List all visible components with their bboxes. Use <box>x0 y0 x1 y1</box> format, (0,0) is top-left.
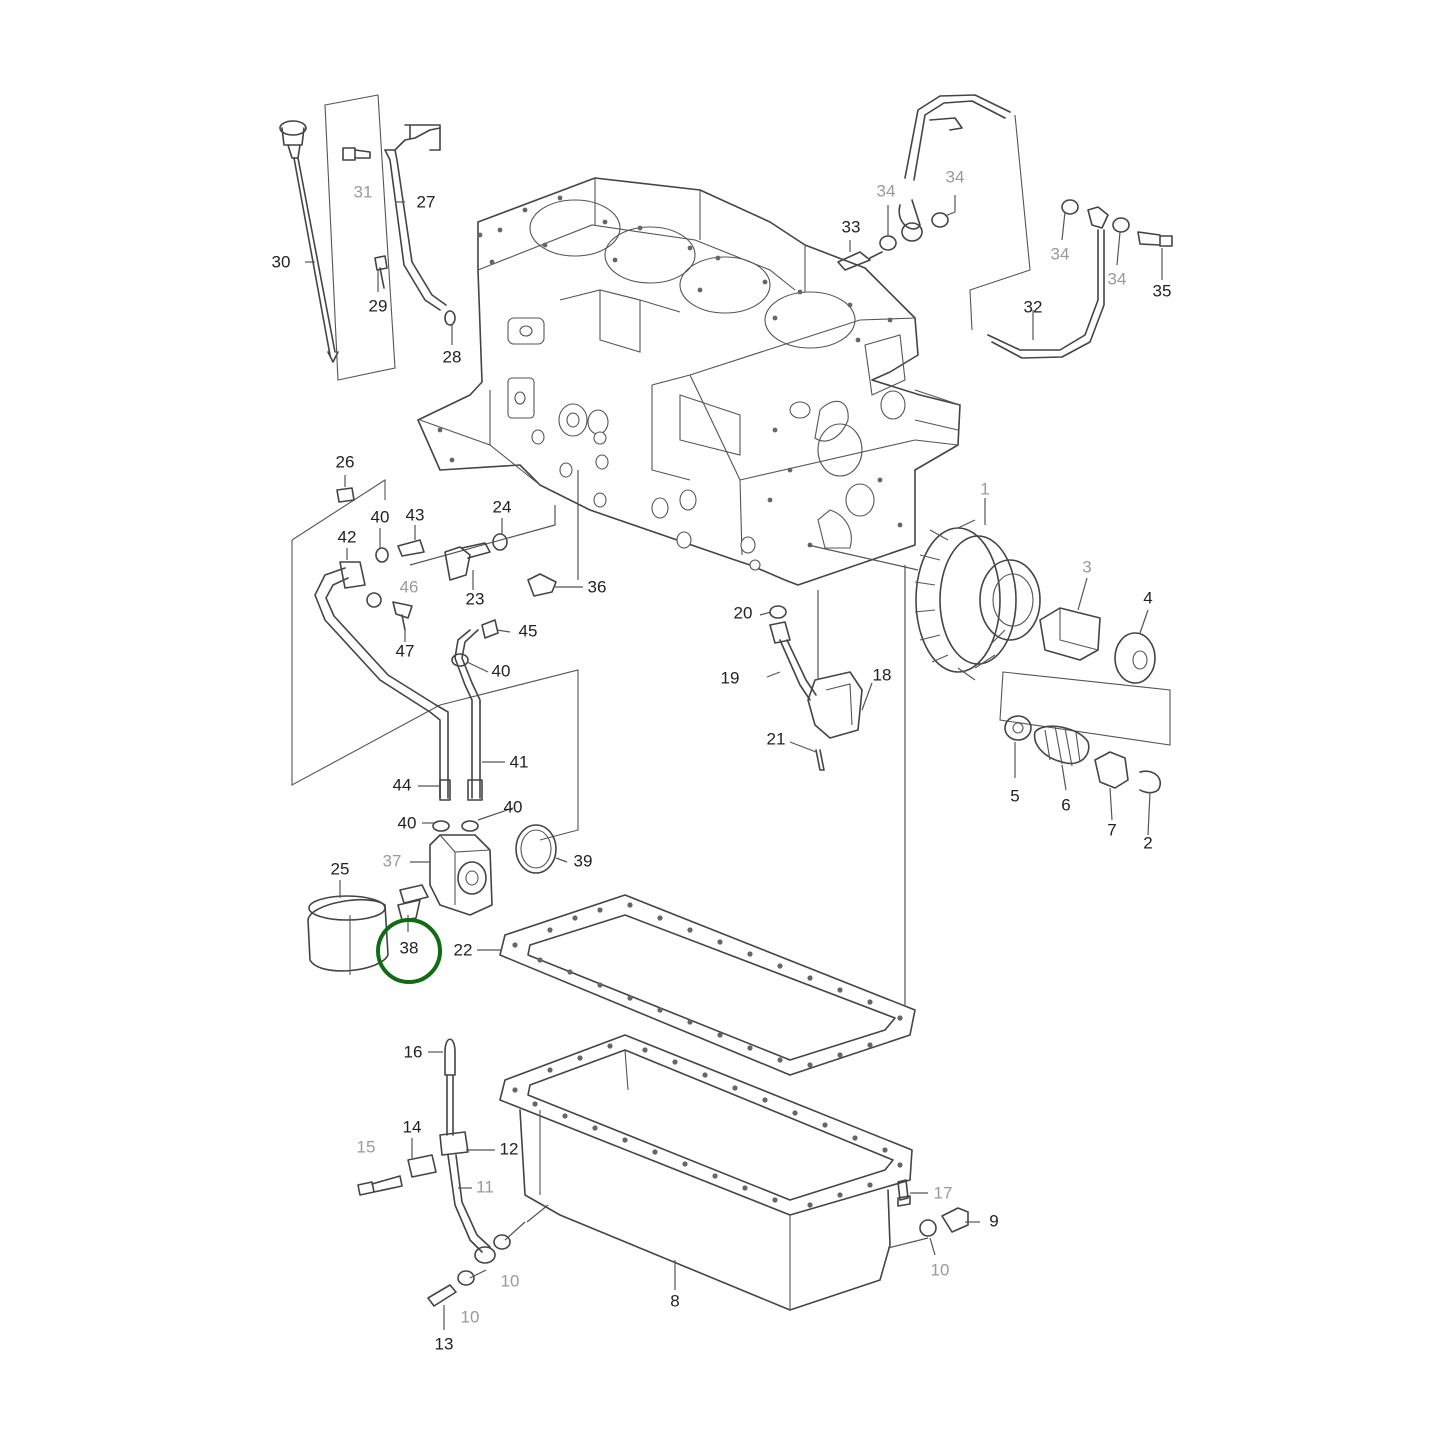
callout-40-mid: 40 <box>492 661 511 680</box>
engine-block <box>417 177 961 586</box>
callout-30: 30 <box>272 252 291 271</box>
callout-31: 31 <box>354 182 373 201</box>
callout-23: 23 <box>466 589 485 608</box>
callout-34-d: 34 <box>1108 269 1127 288</box>
callout-4: 4 <box>1143 588 1152 607</box>
oil-pan-gasket <box>499 565 916 1076</box>
callout-21: 21 <box>767 729 786 748</box>
callout-35: 35 <box>1153 281 1172 300</box>
callout-42: 42 <box>338 527 357 546</box>
callout-43: 43 <box>406 505 425 524</box>
callout-19: 19 <box>721 668 740 687</box>
callout-10-suction: 10 <box>461 1307 480 1326</box>
callout-37: 37 <box>383 851 402 870</box>
callout-44: 44 <box>393 775 412 794</box>
callout-24: 24 <box>493 497 512 516</box>
pickup-assembly <box>769 590 863 771</box>
callout-47: 47 <box>396 641 415 660</box>
callout-40-left: 40 <box>398 813 417 832</box>
callout-40-upper: 40 <box>371 507 390 526</box>
callout-labels: 1 2 3 4 5 6 7 8 9 10 10 10 11 12 13 14 1… <box>272 167 1172 1353</box>
callout-12: 12 <box>500 1139 519 1158</box>
leader-lines <box>305 195 1163 1330</box>
callout-17: 17 <box>934 1183 953 1202</box>
callout-5: 5 <box>1010 786 1019 805</box>
callout-10-pan: 10 <box>501 1271 520 1290</box>
callout-16: 16 <box>404 1042 423 1061</box>
callout-33: 33 <box>842 217 861 236</box>
callout-38: 38 <box>400 938 419 957</box>
callout-14: 14 <box>403 1117 422 1136</box>
callout-41: 41 <box>510 752 529 771</box>
callout-15: 15 <box>357 1137 376 1156</box>
callout-26: 26 <box>336 452 355 471</box>
highlight-ring <box>376 918 442 984</box>
callout-2: 2 <box>1143 833 1152 852</box>
callout-40-right: 40 <box>504 797 523 816</box>
callout-28: 28 <box>443 347 462 366</box>
callout-34-c: 34 <box>1051 244 1070 263</box>
callout-27: 27 <box>417 192 436 211</box>
dipstick-assembly <box>279 94 456 381</box>
callout-36: 36 <box>588 577 607 596</box>
oil-pan <box>499 1034 969 1311</box>
oil-pump-gear-group <box>807 519 1171 794</box>
callout-3: 3 <box>1082 557 1091 576</box>
callout-39: 39 <box>574 851 593 870</box>
callout-45: 45 <box>519 621 538 640</box>
callout-13: 13 <box>435 1334 454 1353</box>
callout-1: 1 <box>980 479 989 498</box>
callout-6: 6 <box>1061 795 1070 814</box>
callout-34-b: 34 <box>946 167 965 186</box>
callout-9: 9 <box>989 1211 998 1230</box>
callout-29: 29 <box>369 296 388 315</box>
suction-pipe-assembly <box>357 1038 511 1307</box>
oil-line-assembly <box>837 94 1173 359</box>
callout-18: 18 <box>873 665 892 684</box>
callout-10-drain: 10 <box>931 1260 950 1279</box>
oil-cooler-lines <box>291 470 579 975</box>
callout-25: 25 <box>331 859 350 878</box>
callout-22: 22 <box>454 940 473 959</box>
callout-34-a: 34 <box>877 181 896 200</box>
callout-7: 7 <box>1107 820 1116 839</box>
callout-32: 32 <box>1024 297 1043 316</box>
callout-46: 46 <box>400 577 419 596</box>
callout-11: 11 <box>476 1177 494 1196</box>
callout-8: 8 <box>670 1291 679 1310</box>
callout-20: 20 <box>734 603 753 622</box>
